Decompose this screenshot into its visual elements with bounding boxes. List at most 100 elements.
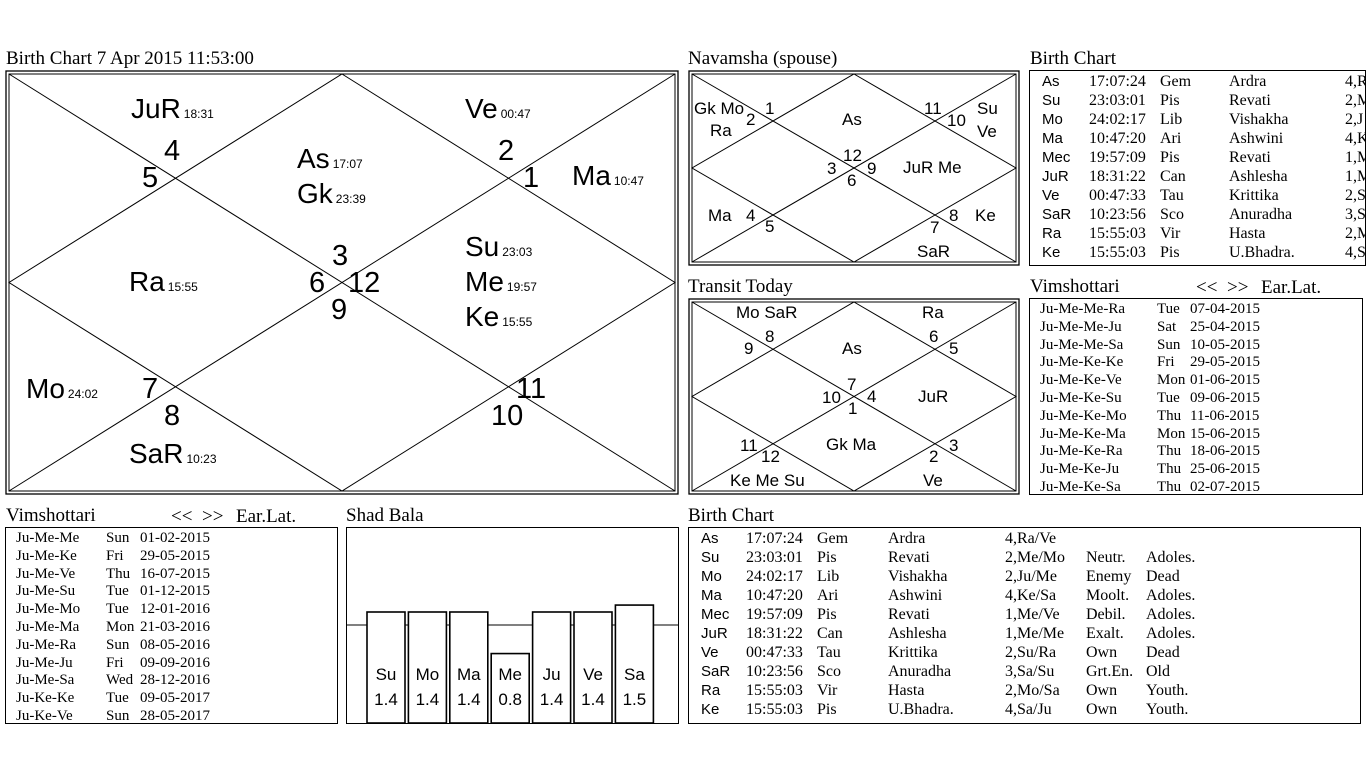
vims-left-cell-day: Sun — [106, 530, 130, 546]
rasi-sign-number: 1 — [523, 162, 539, 194]
vims-left-cell-period: Ju-Me-Ke — [16, 547, 77, 564]
vims-right-cell-day: Sat — [1157, 318, 1177, 335]
shadbala-value-ve: 1.4 — [581, 690, 605, 709]
birth-big-cell-nak: Hasta — [888, 682, 925, 699]
shadbala-bar-su — [366, 611, 406, 724]
birth-big-cell-deg: 15:55:03 — [746, 701, 803, 718]
shadbala-bar-me — [490, 652, 530, 724]
birth-big-cell-p: Ke — [701, 701, 720, 718]
vims-left-cell-day: Mon — [106, 619, 135, 635]
birth-big-cell-dig: Own — [1086, 701, 1118, 718]
birth-small-cell-pada: 3,S — [1345, 206, 1366, 223]
vims-right-cell-day: Tue — [1157, 301, 1180, 317]
navamsha-house-label: Ra — [710, 121, 732, 140]
birth-big-cell-p: JuR — [701, 625, 728, 642]
birth-big-cell-nak: Revati — [888, 549, 930, 566]
vims-left-cell-date: 09-05-2017 — [140, 690, 210, 707]
shadbala-value-ma: 1.4 — [457, 690, 481, 709]
rasi-sign-number: 5 — [142, 162, 158, 194]
navamsha-house-label: Ve — [977, 122, 997, 141]
birth-big-cell-p: Ra — [701, 682, 721, 699]
vims-right-cell-day: Mon — [1157, 425, 1186, 442]
transit-house-label: Ve — [923, 471, 943, 490]
vims-right-ear-lat-button[interactable]: Ear.Lat. — [1261, 277, 1322, 298]
vims-left-prev-button[interactable]: << — [171, 506, 193, 527]
birth-big-cell-deg: 10:47:20 — [746, 587, 803, 604]
vims-left-cell-date: 12-01-2016 — [140, 601, 210, 618]
birth-big-cell-sign: Sco — [817, 663, 841, 680]
vims-right-cell-day: Tue — [1157, 390, 1180, 406]
vims-left-ear-lat-button[interactable]: Ear.Lat. — [236, 506, 297, 527]
vims-right-cell-day: Thu — [1157, 479, 1182, 495]
birth-small-cell-pada: 4,R — [1345, 73, 1366, 90]
birth-small-cell-nak: Revati — [1229, 149, 1271, 166]
transit-chart[interactable]: Mo SaR Ra As JuR Gk Ma Ke Me Su Ve 8 9 6… — [688, 298, 1020, 495]
vims-left-cell-date: 01-02-2015 — [140, 530, 210, 546]
birth-big-cell-p: Su — [701, 549, 720, 566]
birth-big-cell-pada: 1,Me/Ve — [1005, 606, 1060, 623]
birth-big-cell-deg: 17:07:24 — [746, 530, 803, 547]
birth-big-cell-deg: 15:55:03 — [746, 682, 803, 699]
vims-right-cell-period: Ju-Me-Ke-Ma — [1040, 425, 1126, 442]
birth-small-cell-pada: 2,J — [1345, 111, 1364, 128]
birth-small-cell-sign: Lib — [1160, 111, 1183, 128]
shadbala-label-su: Su — [376, 665, 397, 684]
vims-right-next-button[interactable]: >> — [1227, 277, 1249, 298]
shadbala-bar-sa — [614, 604, 655, 724]
vims-left-cell-date: 29-05-2015 — [140, 547, 210, 564]
birth-big-cell-nak: Anuradha — [888, 663, 952, 680]
birth-big-cell-deg: 24:02:17 — [746, 568, 803, 585]
transit-house-label: JuR — [918, 387, 948, 406]
birth-big-cell-p: SaR — [701, 663, 731, 680]
birth-big-cell-sign: Lib — [817, 568, 840, 585]
birth-big-cell-avastha: Dead — [1146, 568, 1180, 585]
birth-small-cell-nak: Anuradha — [1229, 206, 1293, 223]
vims-right-cell-period: Ju-Me-Me-Ju — [1040, 318, 1122, 335]
birth-big-cell-deg: 10:23:56 — [746, 663, 803, 680]
vims-left-cell-period: Ju-Me-Sa — [16, 672, 75, 689]
rasi-sign-number: 2 — [498, 135, 514, 167]
birth-small-cell-deg: 17:07:24 — [1089, 73, 1146, 90]
birth-big-cell-p: Ve — [701, 644, 719, 661]
vims-right-prev-button[interactable]: << — [1196, 277, 1218, 298]
vims-left-next-button[interactable]: >> — [202, 506, 224, 527]
birth-small-cell-deg: 10:23:56 — [1089, 206, 1146, 223]
birth-big-cell-nak: Revati — [888, 606, 930, 623]
navamsha-chart[interactable]: Gk Mo Ra As Su Ve JuR Me Ma Ke SaR 1 2 1… — [688, 70, 1020, 266]
vims-left-cell-day: Tue — [106, 690, 129, 707]
transit-sign-number: 11 — [740, 436, 758, 455]
birth-big-cell-nak: Ardra — [888, 530, 926, 547]
rasi-sign-number: 11 — [516, 373, 546, 405]
birth-small-cell-sign: Ari — [1160, 130, 1182, 147]
vims-right-cell-date: 29-05-2015 — [1190, 354, 1260, 371]
transit-sign-number: 1 — [848, 399, 857, 418]
